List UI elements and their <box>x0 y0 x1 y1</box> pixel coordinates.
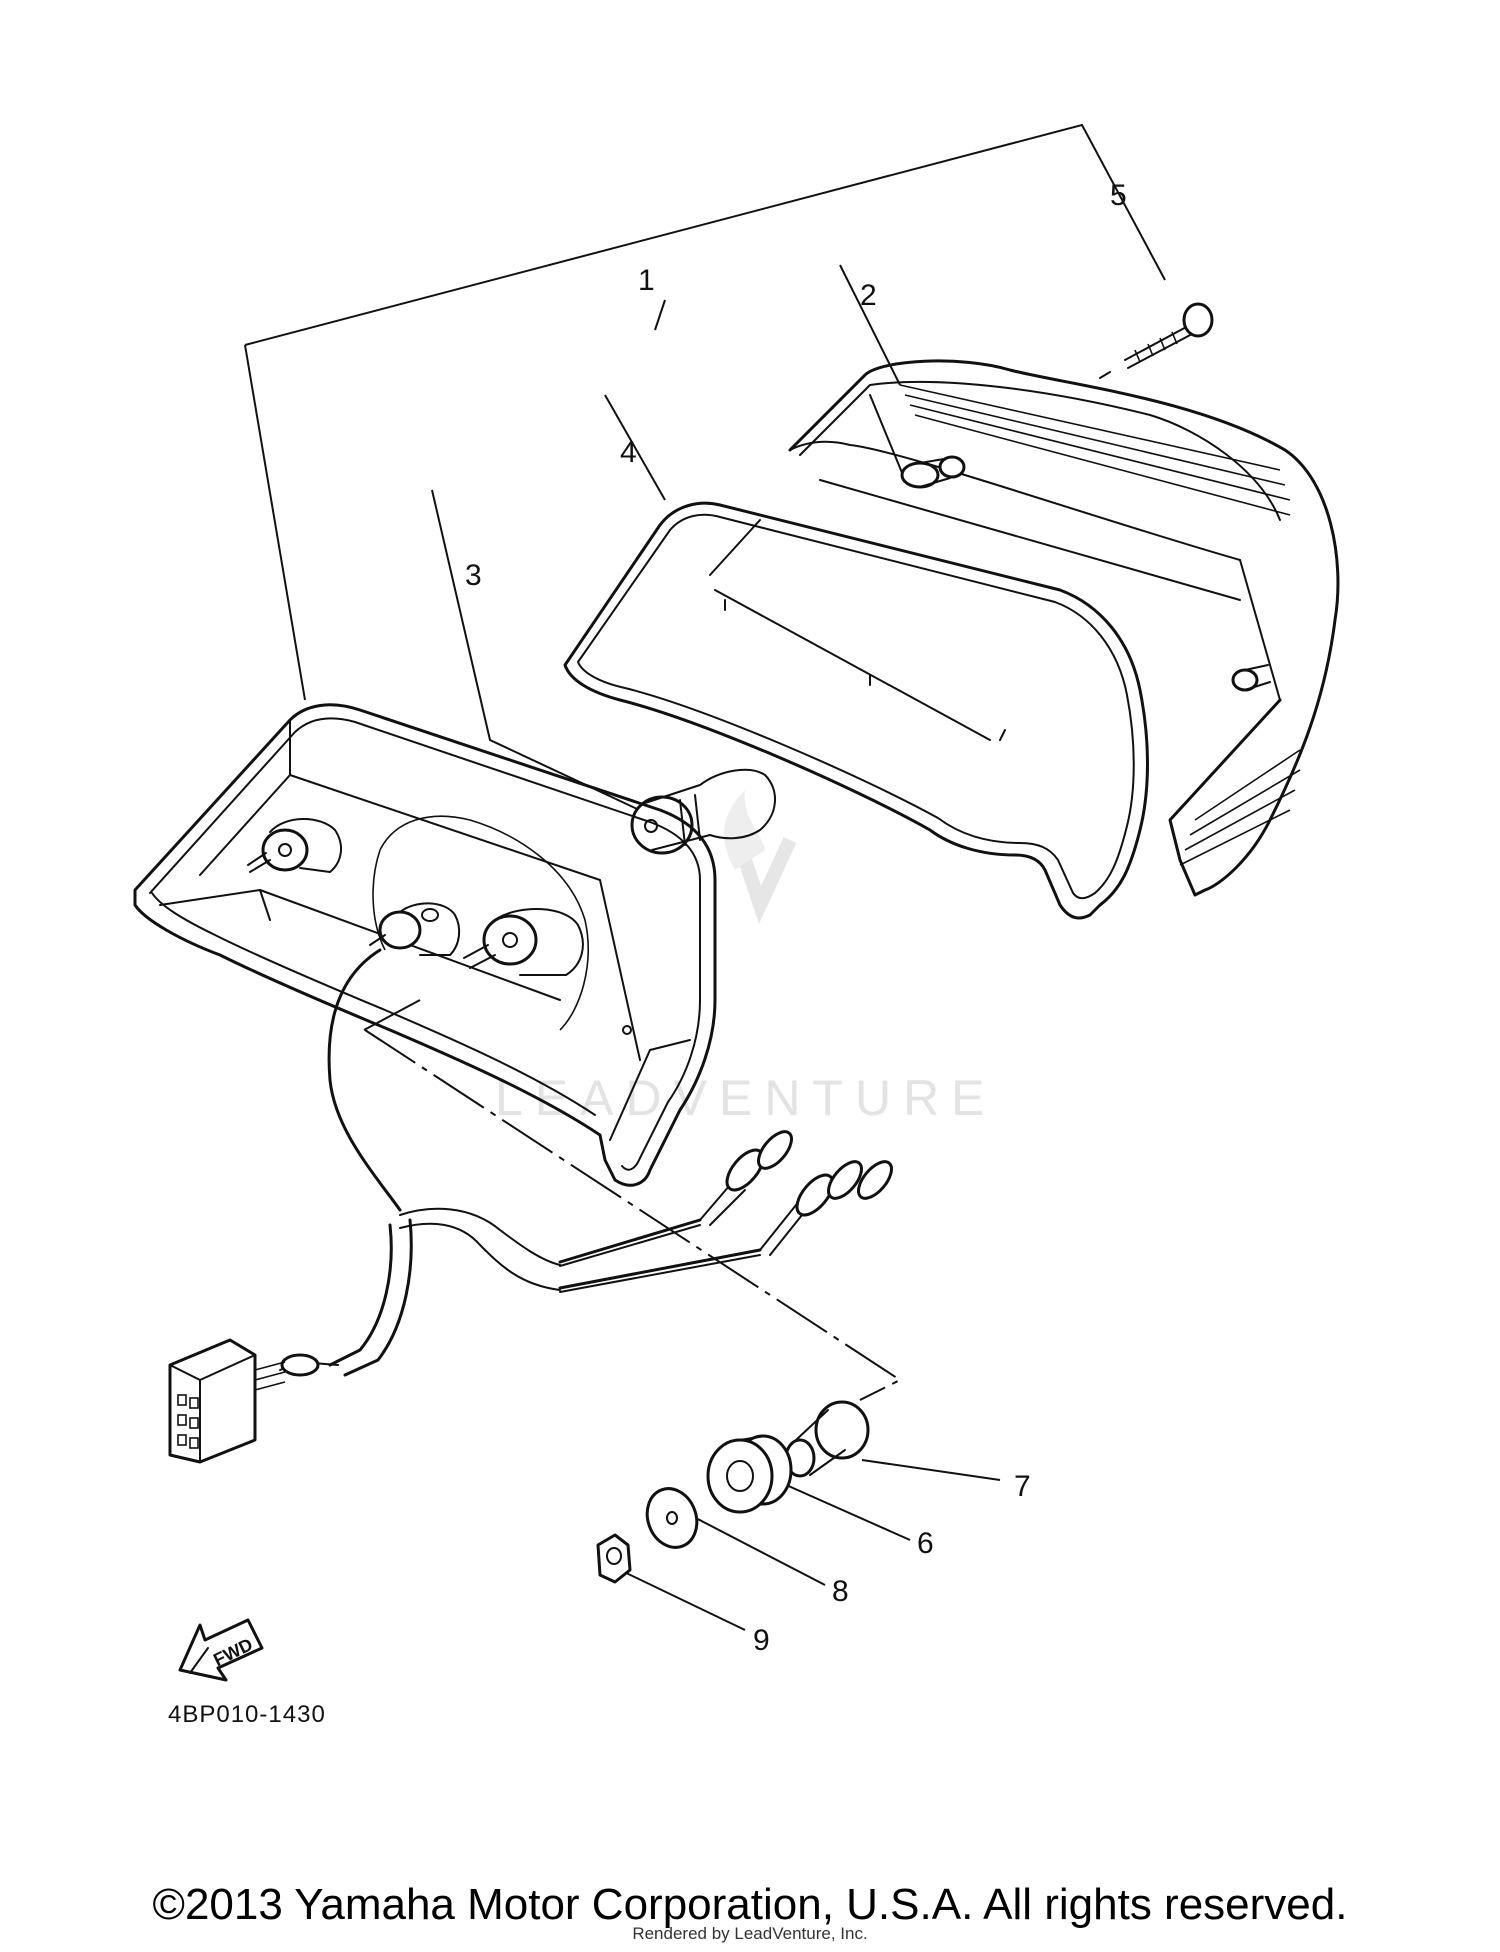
socket-right <box>463 908 584 976</box>
callout-3: 3 <box>465 559 482 592</box>
forward-direction-arrow: FWD <box>178 1618 264 1682</box>
callout-7: 7 <box>1014 1470 1031 1503</box>
socket-left <box>247 818 342 873</box>
callout-5: 5 <box>1110 179 1127 212</box>
callout-2: 2 <box>860 279 877 312</box>
watermark: LEADVENTURE <box>495 790 997 1126</box>
drawing-number: 4BP010-1430 <box>168 1701 326 1728</box>
part-6-grommet <box>706 1434 793 1514</box>
part-7-collar <box>784 1400 870 1478</box>
callout-9: 9 <box>753 1624 770 1657</box>
callout-8: 8 <box>832 1575 849 1608</box>
callout-6: 6 <box>917 1527 934 1560</box>
callout-4: 4 <box>620 436 637 469</box>
part-8-washer <box>645 1487 699 1549</box>
callout-1: 1 <box>638 264 655 297</box>
socket-center <box>369 902 461 956</box>
watermark-text: LEADVENTURE <box>495 1070 997 1126</box>
taillight-housing <box>133 703 717 1187</box>
part-9-nut <box>596 1533 632 1584</box>
copyright-notice: ©2013 Yamaha Motor Corporation, U.S.A. A… <box>152 1880 1348 1929</box>
leader-lines <box>244 123 1166 1631</box>
fwd-arrow-label: FWD <box>210 1634 256 1670</box>
part-callouts: 1 2 3 4 5 6 7 8 9 <box>465 179 1127 1657</box>
part-2-lens <box>788 359 1340 897</box>
wiring-harness <box>168 948 893 1464</box>
rendered-by-credit: Rendered by LeadVenture, Inc. <box>632 1924 868 1943</box>
part-4-gasket <box>563 501 1149 920</box>
bullet-connectors <box>699 1130 893 1256</box>
wire-coupler <box>168 1338 286 1464</box>
part-5-screw <box>1099 302 1214 379</box>
